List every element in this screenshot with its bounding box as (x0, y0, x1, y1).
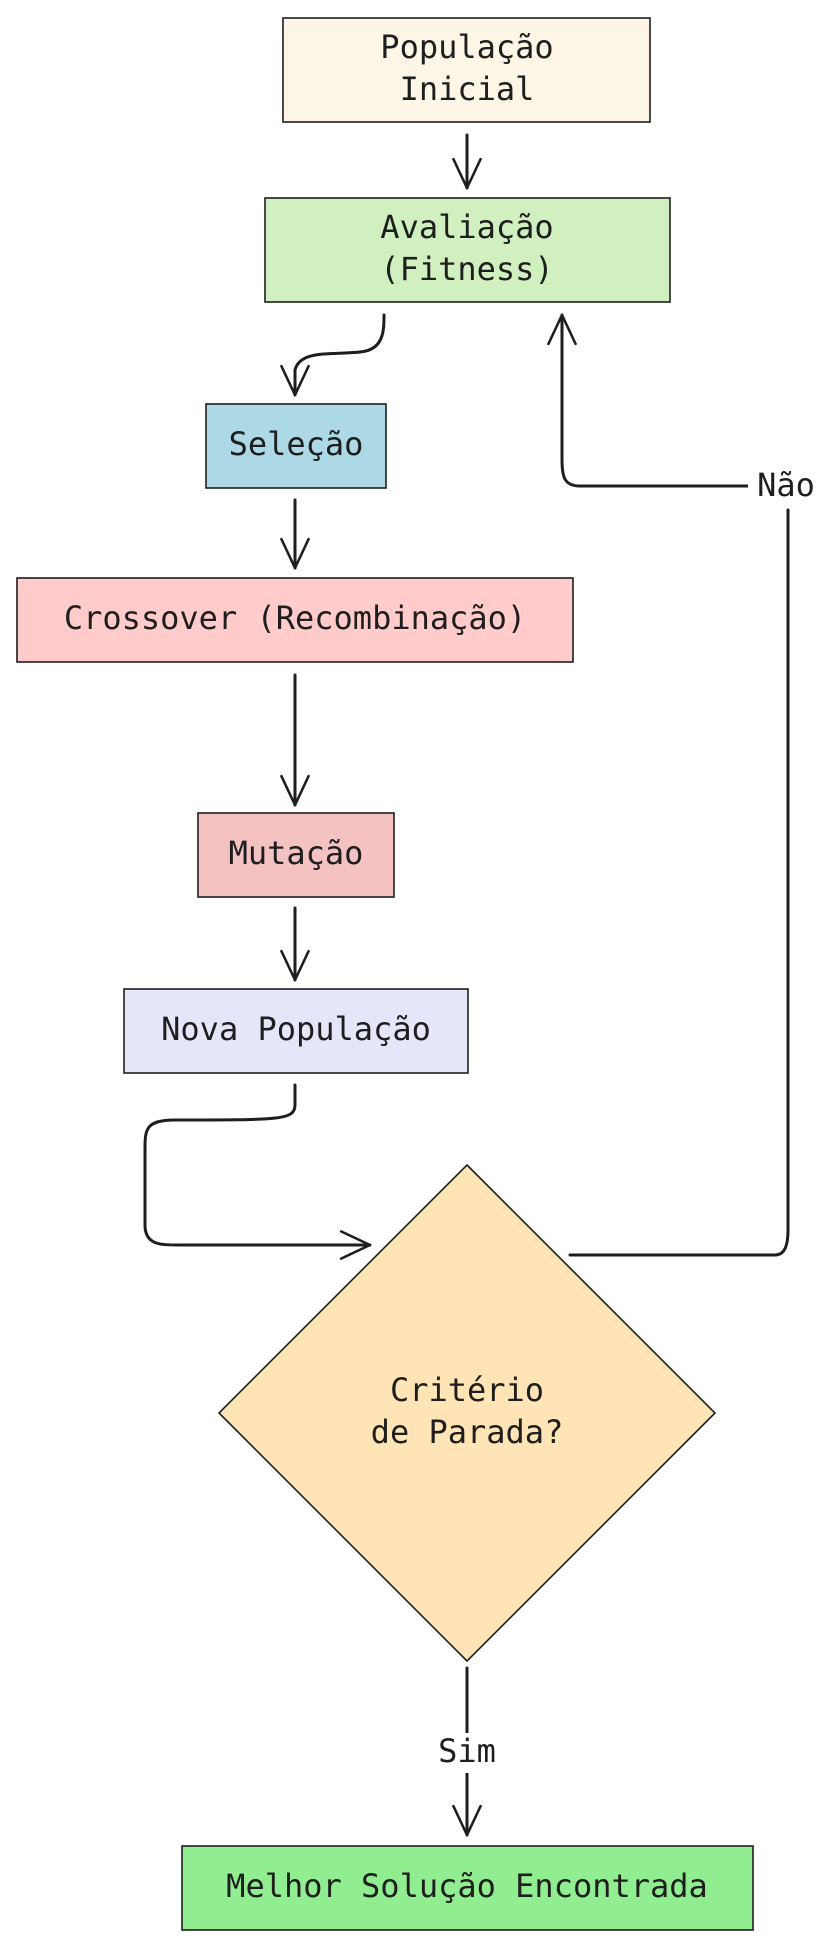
node-label: Mutação (229, 834, 364, 872)
node-avaliacao: Avaliação (Fitness) (264, 197, 671, 303)
edge-label-bg (428, 1733, 504, 1773)
node-crossover: Crossover (Recombinação) (16, 577, 574, 663)
node-label-line: (Fitness) (380, 250, 553, 288)
node-label-line: Avaliação (380, 208, 553, 246)
node-label: Crossover (Recombinação) (64, 599, 526, 637)
edge-label-sim: Sim (438, 1732, 496, 1770)
node-label-line: Melhor Solução Encontrada (226, 1867, 708, 1905)
edge-nova-to-criterio (143, 1083, 372, 1260)
node-label: Avaliação (Fitness) (380, 208, 553, 288)
node-label-line: de Parada? (371, 1413, 564, 1451)
node-label-line: População (380, 28, 553, 66)
node-label-line: Mutação (229, 834, 364, 872)
node-label: Critério de Parada? (371, 1371, 564, 1451)
edge-label-bg (748, 468, 822, 506)
node-label-line: Inicial (400, 70, 535, 108)
node-melhor: Melhor Solução Encontrada (181, 1845, 754, 1931)
edge-criterio-to-avaliacao-nao (562, 315, 790, 1257)
node-label: Nova População (161, 1010, 431, 1048)
node-nova: Nova População (123, 988, 469, 1074)
node-selecao: Seleção (205, 403, 387, 489)
node-label-line: Crossover (Recombinação) (64, 599, 526, 637)
node-mutacao: Mutação (197, 812, 395, 898)
node-criterio: Critério de Parada? (217, 1163, 717, 1663)
node-label: Seleção (229, 425, 364, 463)
node-label: Melhor Solução Encontrada (226, 1867, 708, 1905)
edge-avaliacao-to-selecao (280, 313, 386, 397)
node-label-line: Critério (390, 1371, 544, 1409)
node-label-line: Nova População (161, 1010, 431, 1048)
node-label-line: Seleção (229, 425, 364, 463)
edge-label-nao: Não (757, 466, 815, 504)
